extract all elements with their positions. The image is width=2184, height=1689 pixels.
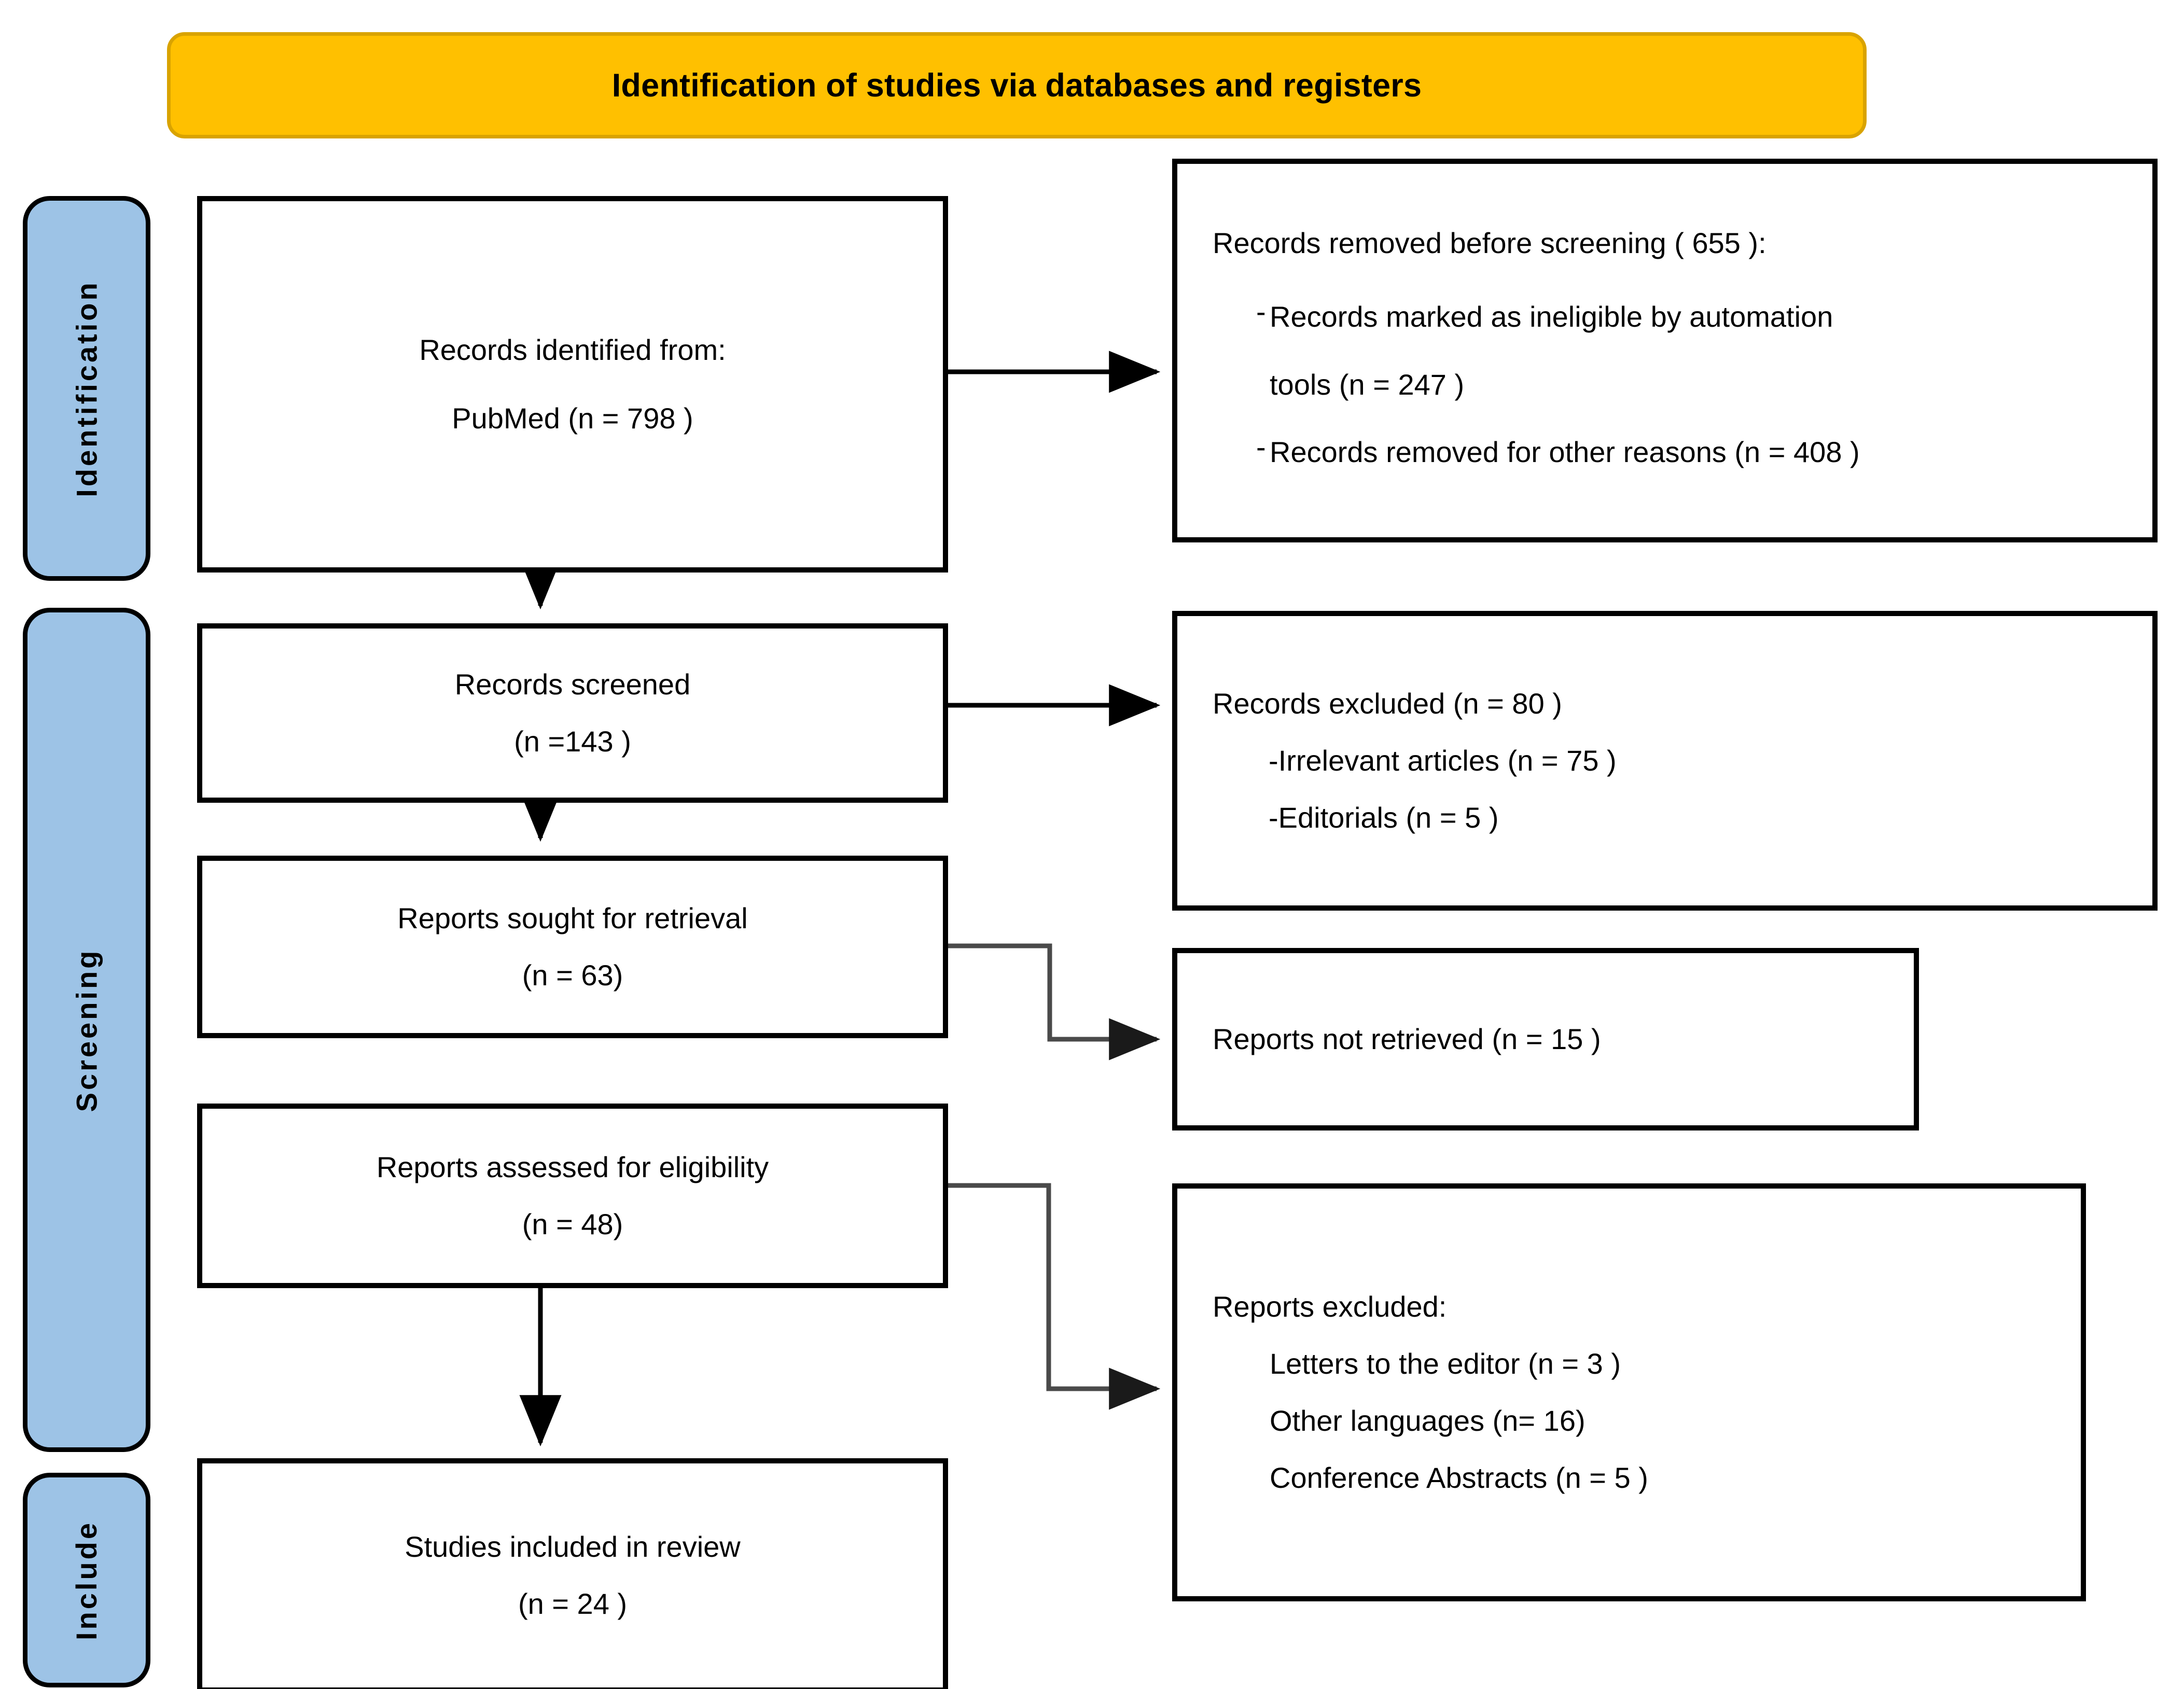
records-removed-item-2-text: Records removed for other reasons (n = 4… (1270, 436, 1860, 469)
reports-excluded-item-2: Other languages (n= 16) (1270, 1404, 1585, 1437)
records-identified-line1: Records identified from: (419, 333, 726, 366)
box-reports-assessed: Reports assessed for eligibility (n = 48… (197, 1104, 948, 1288)
records-screened-line2: (n =143 ) (514, 725, 631, 758)
reports-sought-line2: (n = 63) (522, 959, 623, 992)
spacer (1213, 260, 2132, 295)
bullet-dash-icon: - (1256, 430, 1266, 464)
studies-included-line2: (n = 24 ) (518, 1587, 628, 1620)
spacer (1213, 721, 2132, 744)
box-records-screened: Records screened (n =143 ) (197, 623, 948, 803)
records-removed-item-1-line1: Records marked as ineligible by automati… (1270, 300, 1833, 333)
bullet-dash-icon: - (1256, 295, 1266, 328)
header-banner: Identification of studies via databases … (167, 32, 1867, 138)
spacer (1213, 778, 2132, 801)
spacer (1213, 1438, 2060, 1461)
connector-assessed-to-excluded-reports (948, 1183, 1161, 1410)
spacer (1213, 1324, 2060, 1347)
box-records-excluded: Records excluded (n = 80 ) -Irrelevant a… (1172, 611, 2158, 911)
spacer (1213, 1381, 2060, 1404)
studies-included-line1: Studies included in review (405, 1530, 741, 1563)
reports-sought-line1: Reports sought for retrieval (397, 901, 748, 934)
spacer (1270, 340, 1833, 362)
box-records-identified: Records identified from: PubMed (n = 798… (197, 196, 948, 573)
records-identified-line2: PubMed (n = 798 ) (452, 402, 693, 435)
records-excluded-item-2: -Editorials (n = 5 ) (1269, 801, 1499, 834)
records-removed-item-2: - Records removed for other reasons (n =… (1213, 430, 2132, 475)
reports-assessed-line1: Reports assessed for eligibility (376, 1150, 769, 1183)
box-reports-not-retrieved: Reports not retrieved (n = 15 ) (1172, 948, 1919, 1130)
reports-excluded-heading: Reports excluded: (1213, 1290, 1447, 1323)
stage-label-screening: Screening (23, 608, 150, 1452)
box-reports-sought: Reports sought for retrieval (n = 63) (197, 856, 948, 1038)
connector-sought-to-not-retrieved (948, 943, 1161, 1060)
reports-assessed-line2: (n = 48) (522, 1208, 623, 1240)
reports-not-retrieved-text: Reports not retrieved (n = 15 ) (1213, 1022, 1601, 1055)
records-removed-item-1: - Records marked as ineligible by automa… (1213, 295, 2132, 408)
box-reports-excluded: Reports excluded: Letters to the editor … (1172, 1183, 2086, 1601)
stage-include-text: Include (70, 1520, 103, 1640)
stage-label-identification: Identification (23, 196, 150, 581)
records-excluded-item-1: -Irrelevant articles (n = 75 ) (1269, 744, 1617, 777)
records-excluded-heading: Records excluded (n = 80 ) (1213, 687, 1562, 720)
records-removed-item-1-line2: tools (n = 247 ) (1270, 368, 1465, 401)
stage-label-include: Include (23, 1473, 150, 1687)
stage-identification-text: Identification (70, 280, 103, 497)
records-removed-heading: Records removed before screening ( 655 )… (1213, 226, 1766, 259)
reports-excluded-item-1: Letters to the editor (n = 3 ) (1270, 1347, 1621, 1380)
box-records-removed: Records removed before screening ( 655 )… (1172, 159, 2158, 542)
stage-screening-text: Screening (70, 948, 103, 1112)
banner-title: Identification of studies via databases … (611, 67, 1422, 104)
records-removed-item-1-body: Records marked as ineligible by automati… (1270, 295, 1833, 408)
reports-excluded-item-3: Conference Abstracts (n = 5 ) (1270, 1461, 1648, 1495)
box-studies-included: Studies included in review (n = 24 ) (197, 1458, 948, 1689)
spacer (1213, 407, 2132, 430)
records-screened-line1: Records screened (454, 667, 691, 701)
